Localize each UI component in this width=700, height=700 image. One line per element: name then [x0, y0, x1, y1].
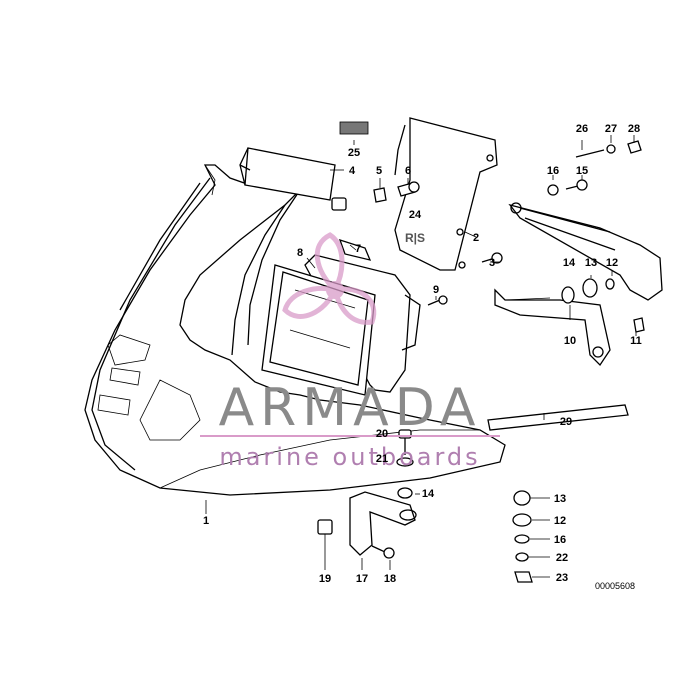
part-number-label: 5: [376, 165, 382, 177]
part-number-label: 29: [560, 416, 572, 428]
part-number-label: 24: [409, 209, 422, 221]
part-number-label: 23: [556, 572, 568, 584]
part-number-label: 2: [473, 232, 479, 244]
part-number-label: 7: [355, 243, 361, 255]
part-number-labels: 1 2 3 4 5 6 7 8 9 10 11 12 13 14 15 16 1…: [203, 123, 642, 591]
propeller-logo: [282, 232, 377, 325]
part-number-label: 4: [349, 165, 356, 177]
part-number-label: 6: [405, 165, 411, 177]
part-number-label: 13: [585, 257, 597, 269]
part-number-label: 16: [554, 534, 566, 546]
part-number-label: 3: [489, 257, 495, 269]
part-number-label: 28: [628, 123, 640, 135]
watermark-brand: ARMADA: [219, 378, 482, 438]
svg-text:R|S: R|S: [405, 231, 425, 245]
upper-cover-part-4: [239, 147, 347, 211]
part-number-label: 22: [556, 552, 568, 564]
part-number-label: 12: [606, 257, 618, 269]
part-number-label: 26: [576, 123, 588, 135]
fairing-shell: [84, 164, 506, 496]
drawing-code: 00005608: [595, 581, 635, 591]
holder-part-17: [317, 491, 417, 556]
part-number-label: 19: [319, 573, 331, 585]
rubber-strip-part-29: [487, 404, 629, 431]
part-number-label: 14: [563, 257, 576, 269]
part-number-label: 9: [433, 284, 439, 296]
part-number-label: 15: [576, 165, 588, 177]
part-number-label: 11: [630, 335, 642, 347]
part-number-label: 25: [348, 147, 360, 159]
part-number-label: 16: [547, 165, 559, 177]
part-number-label: 10: [564, 335, 576, 347]
part-number-label: 17: [356, 573, 368, 585]
watermark-tagline: marine outboards: [219, 443, 480, 471]
part-number-label: 18: [384, 573, 396, 585]
part-number-label: 21: [376, 453, 388, 465]
part-number-label: 20: [376, 428, 388, 440]
part-number-label: 8: [297, 247, 303, 259]
part-number-label: 27: [605, 123, 617, 135]
part-number-label: 1: [203, 515, 209, 527]
mounting-bracket-assembly: [494, 202, 663, 367]
part-number-label: 13: [554, 493, 566, 505]
part-number-label: 14: [422, 488, 435, 500]
part-number-label: 12: [554, 515, 566, 527]
leader-lines: [205, 135, 637, 578]
bracket-panel-part-2: [394, 117, 498, 271]
watermark: ARMADA marine outboards: [200, 232, 500, 471]
